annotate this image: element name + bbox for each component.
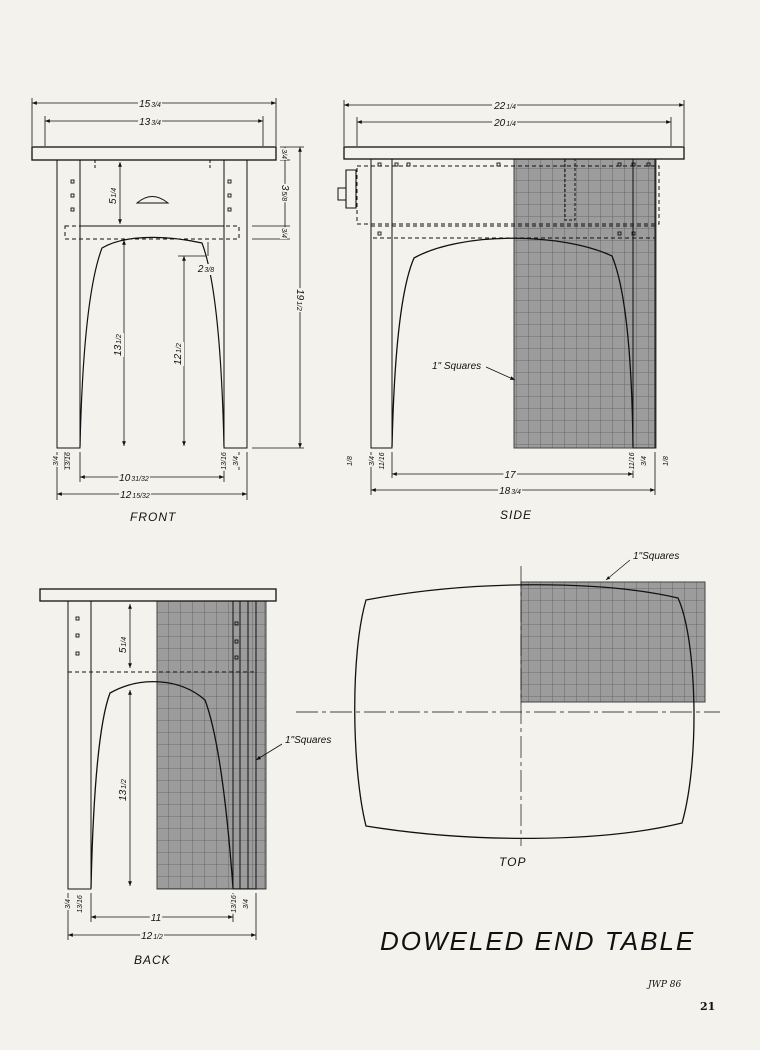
back-squares-label: 1"Squares [285, 735, 331, 746]
front-caption: FRONT [130, 510, 177, 524]
front-dim-backing [294, 288, 305, 313]
back-view [39, 588, 283, 940]
side-dim-backing [641, 455, 648, 467]
front-dim-top-thick: 3/4 [280, 149, 287, 159]
side-dim-backing [347, 455, 354, 467]
front-dim-arch-height: 121/2 [173, 343, 184, 365]
back-dim-upper: 51/4 [118, 637, 129, 653]
drawing-title: DOWELED END TABLE [380, 926, 696, 956]
front-dim-drawer-height: 51/4 [108, 188, 119, 204]
front-dim-outer-span: 1215/32 [120, 490, 150, 501]
front-dim-rail-thick: 3/4 [280, 228, 287, 238]
top-view [296, 559, 720, 846]
front-dim-leg-l1: 3/4 [53, 456, 60, 466]
back-dim-backing [118, 635, 129, 655]
side-caption: SIDE [500, 508, 532, 522]
front-arch [79, 236, 225, 448]
top-squares-label: 1"Squares [633, 551, 679, 562]
front-dim-backing [233, 455, 240, 467]
back-dim-r2: 3/4 [243, 899, 250, 909]
side-dim-backing [629, 451, 636, 471]
front-dim-inner-span: 1031/32 [119, 473, 149, 484]
back-caption: BACK [134, 953, 171, 967]
side-dim-top-depth: 221/4 [493, 101, 516, 112]
back-dim-backing [118, 777, 129, 802]
front-right-leg [223, 160, 248, 449]
back-arch [90, 681, 234, 889]
front-dim-backing [113, 332, 124, 357]
side-dim-inner-span: 17 [504, 470, 516, 481]
front-dim-backing [280, 227, 287, 239]
front-dim-backing [119, 490, 151, 501]
top-caption: TOP [499, 855, 526, 869]
front-left-leg [56, 160, 81, 449]
side-dim-backing [503, 470, 517, 481]
side-dim-backing [492, 118, 518, 129]
front-dim-leg-r1: 13/16 [221, 452, 228, 470]
side-view [337, 100, 685, 495]
back-tabletop [39, 588, 277, 602]
back-dim-backing [149, 913, 163, 924]
front-view [31, 98, 304, 500]
front-tabletop [31, 146, 277, 161]
front-dim-apron-width: 133/4 [139, 117, 161, 128]
side-tabletop [343, 146, 685, 160]
drawer-pull [135, 196, 170, 204]
side-dim-backing [663, 455, 670, 467]
artist-signature: JWP 86 [648, 980, 682, 990]
top-grid-squares [520, 581, 706, 703]
front-dim-leg-height: 131/2 [113, 334, 124, 356]
front-dim-backing [138, 99, 163, 110]
side-dim-r3: 1/8 [663, 456, 670, 466]
front-dim-backing [138, 117, 163, 128]
back-dim-backing [231, 894, 238, 914]
back-grid-squares [156, 599, 267, 890]
side-dim-r2: 3/4 [641, 456, 648, 466]
back-dim-backing [140, 931, 165, 942]
back-dim-backing [243, 898, 250, 910]
side-dim-r1: 11/16 [629, 452, 636, 469]
side-dim-l3: 11/16 [379, 452, 386, 469]
front-dim-total-height: 191/2 [294, 289, 305, 311]
side-dim-outer-span: 183/4 [499, 486, 521, 497]
back-dim-backing [65, 898, 72, 910]
side-dim-l1: 1/8 [347, 456, 354, 466]
front-dim-backing [108, 186, 119, 206]
side-dim-backing [379, 451, 386, 471]
back-dim-leg-height: 131/2 [118, 779, 129, 801]
back-dim-r1: 13/16 [231, 895, 238, 913]
front-rail [64, 225, 240, 240]
side-dim-backing [498, 486, 523, 497]
front-dim-top-width: 153/4 [139, 99, 161, 110]
side-dim-backing [492, 101, 518, 112]
front-dim-backing [195, 264, 216, 275]
side-arch [391, 237, 634, 448]
front-dim-backing [53, 455, 60, 467]
side-squares-label: 1" Squares [432, 361, 481, 372]
front-dim-drawer-front: 35/8 [279, 185, 290, 201]
front-dim-backing [279, 183, 290, 203]
back-dim-l1: 3/4 [65, 899, 72, 909]
back-dim-inner-span: 11 [151, 913, 161, 924]
front-dim-backing [65, 451, 72, 471]
dimension-labels: 153/4 133/4 51/4 131/2 23/8 121/2 191/2 3/4 35/8… [53, 99, 670, 942]
back-dim-backing [77, 894, 84, 914]
back-dim-l2: 13/16 [77, 895, 84, 913]
front-dim-backing [221, 451, 228, 471]
front-dim-arch-rise: 23/8 [197, 264, 214, 275]
front-dim-backing [118, 473, 150, 484]
front-dim-leg-l2: 13/16 [65, 452, 72, 470]
top-outline [354, 584, 695, 840]
front-dim-backing [280, 148, 287, 160]
front-dim-leg-r2: 3/4 [233, 456, 240, 466]
side-dim-l2: 3/4 [369, 456, 376, 466]
side-grid-squares [513, 156, 657, 449]
side-dim-apron-depth: 201/4 [493, 118, 516, 129]
back-dim-outer-span: 121/2 [141, 931, 163, 942]
side-drawer-pull [345, 169, 357, 209]
page-number: 21 [700, 1000, 716, 1013]
front-dim-backing [173, 341, 184, 366]
side-dim-backing [369, 455, 376, 467]
